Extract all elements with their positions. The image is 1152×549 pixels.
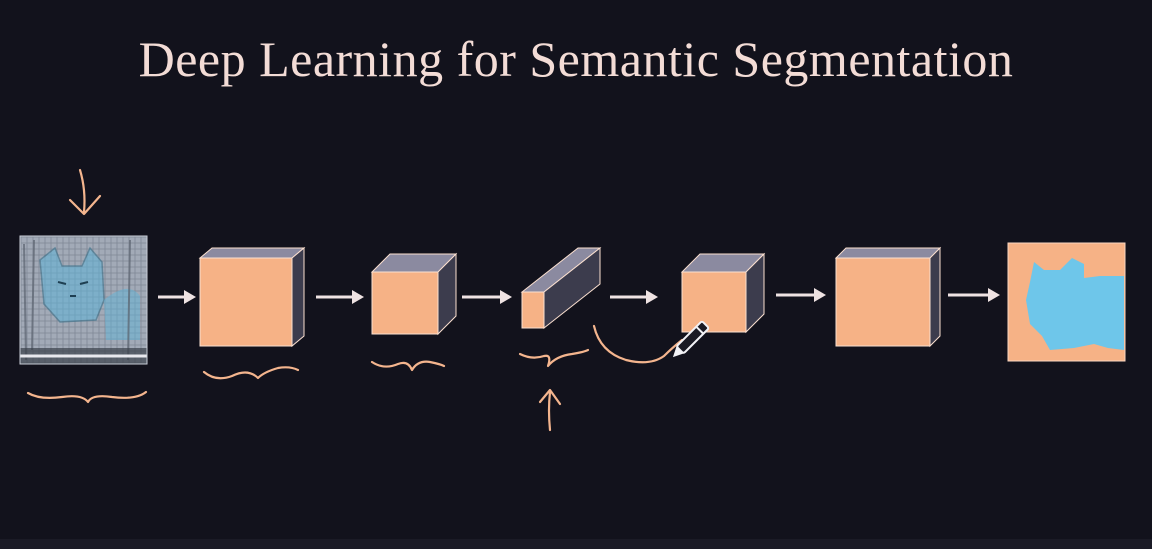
squiggle-2 [370,360,446,372]
arrow-3 [462,290,512,304]
feature-block-3-bottleneck [520,246,602,330]
feature-block-1 [198,246,306,348]
down-arrow-annotation [68,168,102,216]
arrow-4 [610,290,658,304]
arrow-5 [776,288,826,302]
bottom-bar [0,539,1152,549]
squiggle-3 [518,348,590,368]
input-cat-image [19,235,148,365]
up-arrow-annotation [538,388,562,432]
arrow-6 [948,288,1000,302]
arrow-1 [158,290,196,304]
feature-block-4 [680,252,766,334]
feature-block-5 [834,246,942,348]
arrow-2 [316,290,364,304]
squiggle-1 [202,366,300,380]
brace-input [26,390,148,404]
slide-title: Deep Learning for Semantic Segmentation [138,31,1014,87]
feature-block-2 [370,252,458,336]
curved-annotation [592,324,684,364]
output-segmentation-mask [1007,242,1126,362]
